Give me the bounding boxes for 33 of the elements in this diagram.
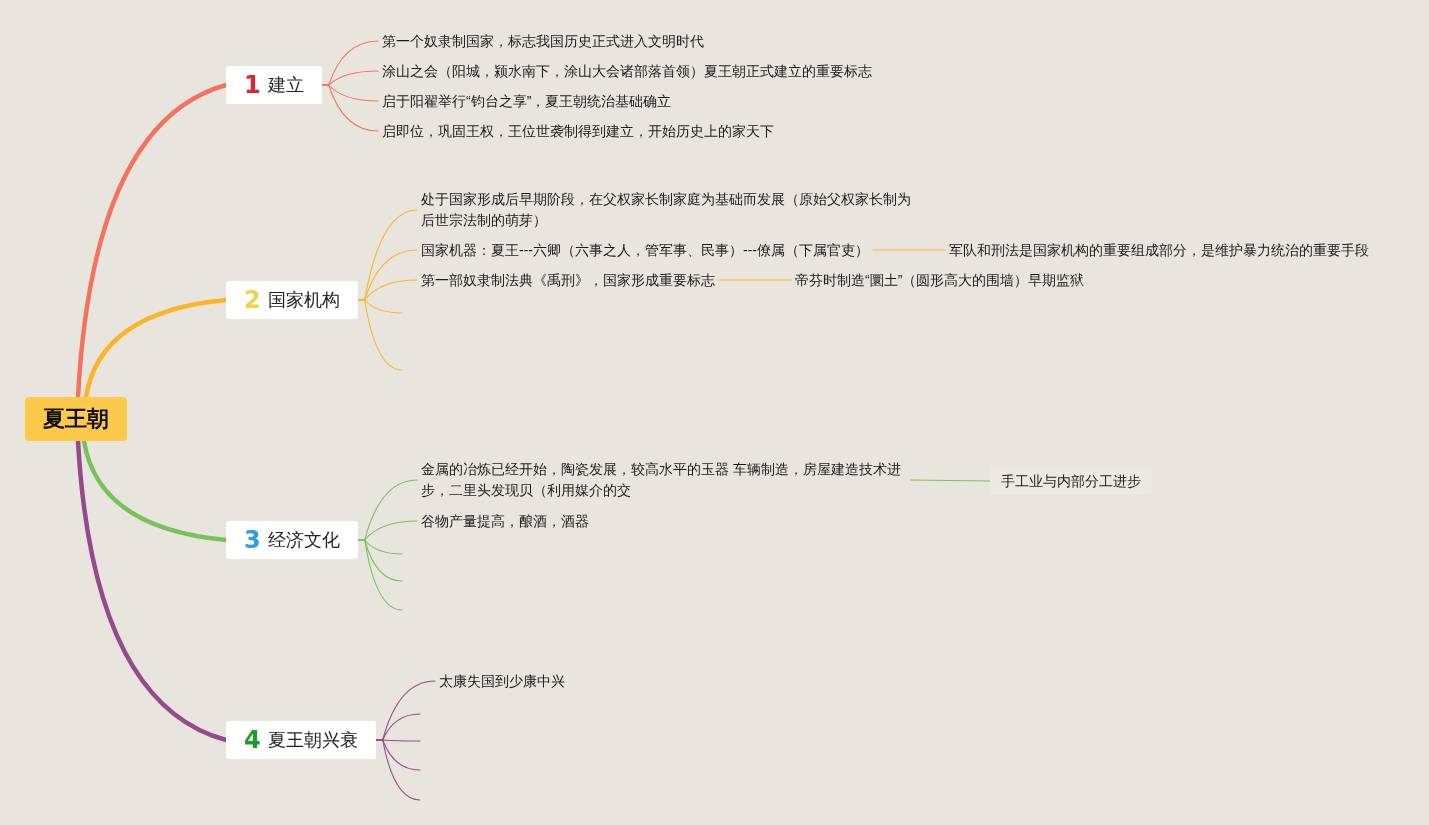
topic-number: 3 bbox=[244, 528, 261, 552]
subtopic-text: 第一部奴隶制法典《禹刑》，国家形成重要标志 bbox=[417, 270, 719, 290]
connector-line bbox=[718, 279, 792, 281]
connector-line bbox=[872, 249, 946, 251]
central-topic: 夏王朝 bbox=[25, 397, 127, 441]
subtopic-text: 金属的冶炼已经开始，陶瓷发展，较高水平的玉器 车辆制造，房屋建造技术进步，二里头发现贝（利用媒介的交 bbox=[417, 459, 911, 501]
topic-number: 2 bbox=[244, 288, 261, 312]
topic-label: 建立 bbox=[267, 76, 304, 94]
connector-line bbox=[910, 479, 991, 482]
branch-line bbox=[375, 739, 421, 801]
subtopic-text: 启即位，巩固王权，王位世袭制得到建立，开始历史上的家天下 bbox=[378, 121, 778, 141]
topic-box bbox=[226, 521, 358, 559]
subtopic-text: 第一个奴隶制国家，标志我国历史正式进入文明时代 bbox=[378, 31, 708, 51]
subtopic-text: 国家机器：夏王---六卿（六事之人，管军事、民事）---僚属（下属官吏） bbox=[417, 240, 873, 260]
branch-line bbox=[357, 299, 403, 371]
subtopic-text: 太康失国到少康中兴 bbox=[435, 671, 569, 691]
subtopic-text: 军队和刑法是国家机构的重要组成部分，是维护暴力统治的重要手段 bbox=[945, 240, 1373, 260]
topic-label: 国家机构 bbox=[267, 291, 340, 309]
highlighted-subtopic: 手工业与内部分工进步 bbox=[990, 467, 1152, 495]
subtopic-text: 谷物产量提高，酿酒，酒器 bbox=[417, 511, 593, 531]
topic-box bbox=[226, 66, 322, 104]
subtopic-text: 处于国家形成后早期阶段，在父权家长制家庭为基础而发展（原始父权家长制为后世宗法制的萌芽） bbox=[417, 189, 921, 231]
subtopic-text: 涂山之会（阳城，颍水南下，涂山大会诸部落首领）夏王朝正式建立的重要标志 bbox=[378, 61, 876, 81]
subtopic-text: 启于阳翟举行“钧台之享”，夏王朝统治基础确立 bbox=[378, 91, 676, 111]
topic-number: 1 bbox=[244, 73, 261, 97]
branch-line bbox=[321, 84, 379, 132]
topic-box bbox=[226, 721, 376, 759]
topic-label: 夏王朝兴衰 bbox=[267, 731, 358, 749]
subtopic-text: 帝芬时制造“圜土”（圆形高大的围墙）早期监狱 bbox=[791, 270, 1089, 290]
topic-box bbox=[226, 281, 358, 319]
branch-line bbox=[357, 539, 403, 611]
topic-label: 经济文化 bbox=[267, 531, 340, 549]
topic-number: 4 bbox=[244, 728, 261, 752]
